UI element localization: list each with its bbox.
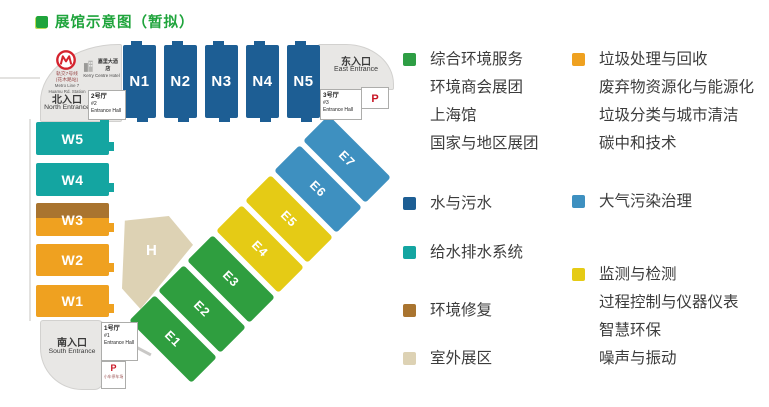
entrance-hall-text: #1: [104, 333, 110, 340]
legend-group-left-4: 室外展区: [403, 345, 492, 373]
legend-item: 噪声与振动: [599, 350, 677, 367]
hall-label: N4: [252, 73, 273, 90]
legend-group-right-1: 大气污染治理: [572, 188, 692, 216]
legend-item: 环境修复: [430, 302, 493, 319]
entrance-hall-text: Entrance Hall: [91, 107, 122, 114]
legend-item: 上海馆: [430, 107, 477, 124]
page-title: 展馆示意图（暂拟）: [36, 11, 195, 32]
hotel-building-icon: [83, 60, 93, 72]
east-entrance-label-en: East Entrance: [334, 66, 378, 73]
hall-label: W5: [61, 130, 84, 147]
south-entrance-label-cn: 南入口: [57, 338, 87, 349]
kerry-hotel-label: 嘉里大酒店 Kerry Centre Hotel: [83, 59, 120, 78]
hall-label: W1: [61, 293, 84, 309]
legend-swatch: [403, 53, 416, 66]
hall-W2: W2: [36, 244, 114, 276]
legend-item: 室外展区: [430, 350, 493, 367]
parking-south: P 小车停车场: [101, 361, 126, 389]
hall-N1: N1: [123, 41, 156, 122]
parking-east: P: [361, 87, 389, 109]
north-entrance-area: 轨交7号线 (花木路站) Metro Line 7 Huamu Rd. Stat…: [40, 44, 122, 122]
hall-label: E2: [190, 297, 214, 321]
hall-N5: N5: [287, 41, 320, 122]
entrance-hall-text: 2号厅: [91, 93, 107, 100]
hall-label: E5: [277, 207, 301, 231]
hall-label: E3: [219, 267, 243, 291]
legend-item: 监测与检测: [599, 266, 677, 283]
legend-swatch: [403, 246, 416, 259]
entrance-hall-text: 3号厅: [323, 92, 339, 99]
legend-item: 垃圾处理与回收: [599, 51, 708, 68]
hall-label: E6: [306, 177, 330, 201]
legend-group-right-2: 监测与检测过程控制与仪器仪表智慧环保噪声与振动: [572, 261, 739, 373]
hall-label: N3: [211, 73, 232, 90]
east-entrance-area: 东入口 East Entrance: [318, 44, 394, 90]
hall-label: E7: [335, 147, 359, 171]
hall-label: N5: [293, 73, 314, 90]
legend-group-left-3: 环境修复: [403, 297, 492, 325]
legend-group-right-0: 垃圾处理与回收废弃物资源化与能源化垃圾分类与城市清洁碳中和技术: [572, 46, 754, 158]
legend-item: 碳中和技术: [599, 135, 677, 152]
hall-W1: W1: [36, 285, 114, 317]
legend-swatch: [572, 53, 585, 66]
page-title-text: 展馆示意图（暂拟）: [55, 15, 195, 31]
hall-label: H: [146, 242, 158, 259]
hall-label: E4: [248, 237, 272, 261]
legend-item: 给水排水系统: [430, 244, 524, 261]
legend-group-left-2: 给水排水系统: [403, 239, 523, 267]
hall-label: W4: [61, 171, 84, 188]
parking-icon: P: [110, 363, 117, 373]
metro-logo-icon: [56, 50, 76, 70]
hall-label: N1: [129, 73, 150, 90]
legend-item: 垃圾分类与城市清洁: [599, 107, 739, 124]
hall-label: W3: [61, 211, 84, 228]
south-entrance-area: 南入口 South Entrance: [40, 320, 104, 390]
north-entrance-label-cn: 北入口: [52, 95, 82, 106]
legend-item: 综合环境服务: [430, 51, 524, 68]
legend-item: 废弃物资源化与能源化: [599, 79, 755, 96]
parking-icon: P: [371, 93, 379, 105]
metro-station-label: 轨交7号线 (花木路站) Metro Line 7 Huamu Rd. Stat…: [48, 72, 86, 94]
hall-N3: N3: [205, 41, 238, 122]
hall-W3: W3: [36, 203, 114, 236]
legend-item: 过程控制与仪器仪表: [599, 294, 739, 311]
road-line-horizontal: [0, 77, 40, 79]
hall-N2: N2: [164, 41, 197, 122]
legend-item: 水与污水: [430, 195, 493, 212]
entrance-hall-text: Entrance Hall: [323, 106, 354, 113]
legend-swatch: [403, 304, 416, 317]
legend-group-left-0: 综合环境服务环境商会展团上海馆国家与地区展团: [403, 46, 539, 158]
road-line-vertical: [29, 119, 31, 321]
entrance-hall-text: 1号厅: [104, 325, 120, 332]
south-entrance-label-en: South Entrance: [48, 348, 96, 355]
legend-swatch: [403, 352, 416, 365]
title-legend-icon: [36, 15, 48, 28]
legend-item: 大气污染治理: [599, 193, 693, 210]
legend-swatch: [572, 268, 585, 281]
legend-item: 智慧环保: [599, 322, 662, 339]
legend-item: 环境商会展团: [430, 79, 524, 96]
entrance-hall-text: #3: [323, 100, 329, 107]
legend-item: 国家与地区展团: [430, 135, 539, 152]
legend-swatch: [572, 195, 585, 208]
legend-swatch: [403, 197, 416, 210]
parking-note: 小车停车场: [103, 374, 124, 379]
east-entrance-label-cn: 东入口: [341, 57, 371, 68]
north-entrance-label-en: North Entrance: [44, 104, 90, 111]
hall-label: E1: [161, 327, 185, 351]
hall-label: W2: [61, 252, 84, 268]
hall-label: N2: [170, 73, 191, 90]
hall-W5: W5: [36, 122, 114, 155]
entrance-hall-text: #2: [91, 101, 97, 108]
hall-N4: N4: [246, 41, 279, 122]
legend-group-left-1: 水与污水: [403, 190, 492, 218]
entrance-hall-text: Entrance Hall: [104, 339, 135, 346]
hall-W4: W4: [36, 163, 114, 196]
